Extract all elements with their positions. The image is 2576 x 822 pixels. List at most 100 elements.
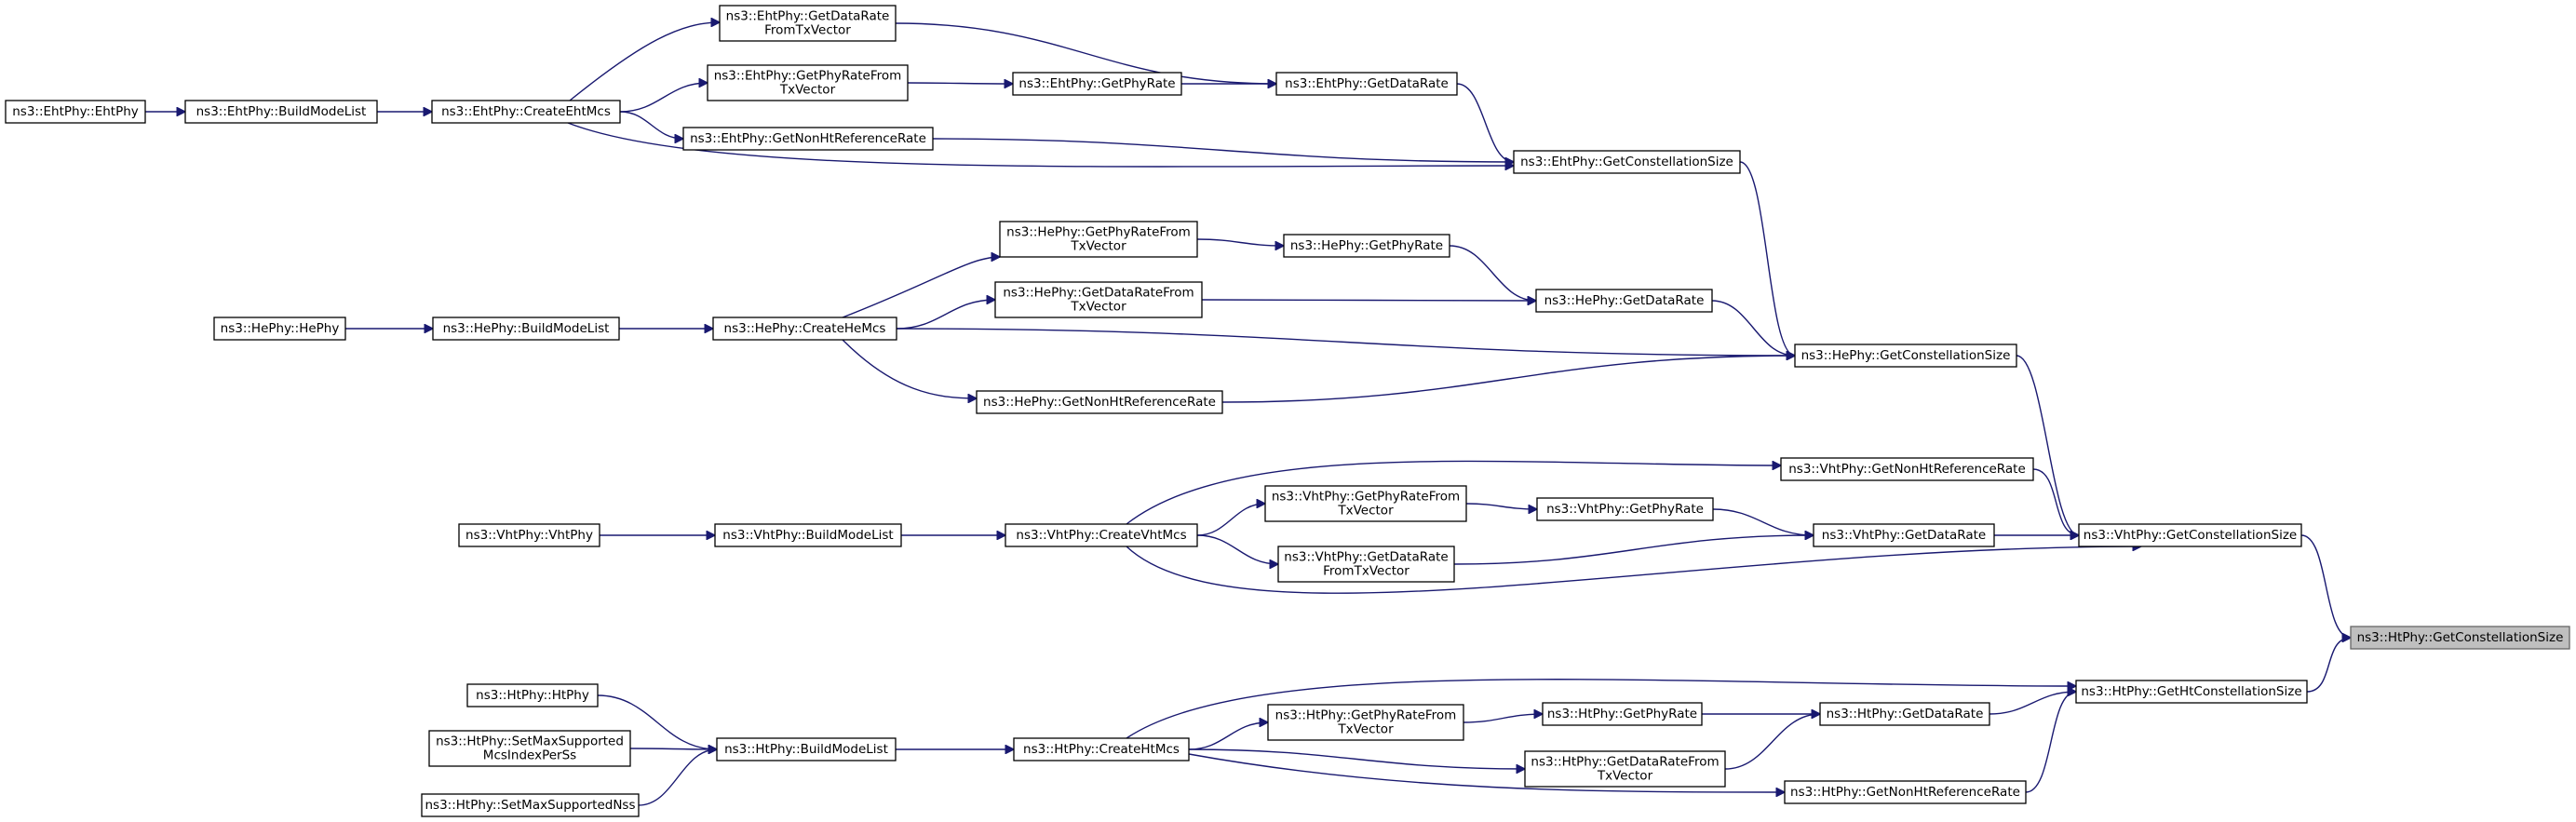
node-label: ns3::EhtPhy::GetDataRate (1285, 76, 1449, 91)
node-htphy-createhtmcs[interactable]: ns3::HtPhy::CreateHtMcs (1013, 737, 1190, 761)
edge-htphy-htphy-to-htphy-buildmodelist (597, 694, 717, 749)
node-box (1535, 289, 1713, 313)
node-box (2350, 626, 2570, 650)
node-label: TxVector (779, 83, 836, 98)
node-vhtphy-getphyrate[interactable]: ns3::VhtPhy::GetPhyRate (1536, 497, 1714, 521)
node-ehtphy-getphyrate[interactable]: ns3::EhtPhy::GetPhyRate (1012, 72, 1182, 96)
node-box (716, 737, 897, 761)
node-label: ns3::VhtPhy::GetConstellationSize (2084, 528, 2297, 543)
node-label: ns3::VhtPhy::GetDataRate (1284, 550, 1448, 565)
edge-hephy-getdataratefromtxvector-to-hephy-getdatarate (1201, 300, 1536, 301)
node-label: ns3::EhtPhy::BuildModeList (196, 104, 367, 119)
node-hephy-getphyrate[interactable]: ns3::HePhy::GetPhyRate (1283, 234, 1450, 258)
node-box (994, 281, 1203, 318)
node-hephy-buildmodelist[interactable]: ns3::HePhy::BuildModeList (432, 317, 620, 341)
node-label: ns3::HtPhy::GetDataRate (1827, 707, 1984, 721)
node-hephy-getnonhtreferencerate[interactable]: ns3::HePhy::GetNonHtReferenceRate (976, 390, 1223, 414)
node-hephy-createhemcs[interactable]: ns3::HePhy::CreateHeMcs (712, 317, 897, 341)
edge-ehtphy-getconstellationsize-to-hephy-getconstellationsize (1739, 161, 1795, 356)
node-label: ns3::VhtPhy::GetNonHtReferenceRate (1788, 462, 2026, 477)
node-ehtphy-ehtphy[interactable]: ns3::EhtPhy::EhtPhy (5, 100, 146, 124)
node-box (184, 100, 378, 124)
node-label: ns3::HtPhy::GetPhyRate (1547, 707, 1697, 721)
node-hephy-hephy[interactable]: ns3::HePhy::HePhy (213, 317, 346, 341)
edge-hephy-getphyratefromtxvector-to-hephy-getphyrate (1196, 238, 1284, 246)
node-label: ns3::EhtPhy::EhtPhy (12, 104, 139, 119)
node-label: ns3::HePhy::GetConstellationSize (1801, 348, 2011, 363)
node-label: ns3::VhtPhy::GetDataRate (1822, 528, 1986, 543)
node-htphy-htphy[interactable]: ns3::HtPhy::HtPhy (466, 683, 599, 707)
node-label: ns3::HePhy::GetDataRateFrom (1003, 286, 1194, 301)
node-box (707, 64, 909, 101)
node-label: ns3::HtPhy::GetConstellationSize (2357, 630, 2564, 645)
node-vhtphy-getdatarate[interactable]: ns3::VhtPhy::GetDataRate (1813, 523, 1995, 547)
node-hephy-getdatarate[interactable]: ns3::HePhy::GetDataRate (1535, 289, 1713, 313)
node-htphy-gethtconstellationsize[interactable]: ns3::HtPhy::GetHtConstellationSize (2075, 680, 2308, 704)
node-box (999, 221, 1198, 258)
node-label: ns3::EhtPhy::GetNonHtReferenceRate (690, 131, 926, 146)
node-label: ns3::HtPhy::SetMaxSupportedNss (425, 798, 635, 813)
node-label: TxVector (1337, 722, 1394, 737)
node-box (1267, 704, 1464, 741)
node-box (1013, 737, 1190, 761)
node-label: TxVector (1597, 769, 1653, 784)
edge-ehtphy-getphyratefromtxvector-to-ehtphy-getphyrate (907, 83, 1013, 84)
edge-ehtphy-createehtmcs-to-ehtphy-getnonhtreferencerate (619, 111, 683, 139)
edge-hephy-getphyrate-to-hephy-getdatarate (1449, 245, 1536, 301)
node-ehtphy-getconstellationsize[interactable]: ns3::EhtPhy::GetConstellationSize (1513, 150, 1741, 174)
node-box (1283, 234, 1450, 258)
nodes-layer: ns3::HtPhy::GetConstellationSize ns3::Vht… (5, 5, 2570, 817)
node-htphy-getnonhtreferencerate[interactable]: ns3::HtPhy::GetNonHtReferenceRate (1784, 780, 2027, 804)
node-label: ns3::HtPhy::GetPhyRateFrom (1275, 708, 1457, 723)
node-box (1005, 523, 1198, 547)
node-box (1275, 72, 1458, 96)
node-vhtphy-buildmodelist[interactable]: ns3::VhtPhy::BuildModeList (714, 523, 902, 547)
node-ehtphy-getnonhtreferencerate[interactable]: ns3::EhtPhy::GetNonHtReferenceRate (682, 127, 934, 151)
node-label: TxVector (1070, 300, 1126, 315)
edge-ehtphy-getnonhtreferencerate-to-ehtphy-getconstellationsize (932, 138, 1514, 162)
node-box (714, 523, 902, 547)
node-label: ns3::HtPhy::GetNonHtReferenceRate (1790, 785, 2020, 800)
node-label: ns3::EhtPhy::GetPhyRateFrom (714, 69, 902, 84)
edge-htphy-getnonhtreferencerate-to-htphy-gethtconstellationsize (2025, 692, 2076, 793)
node-label: ns3::VhtPhy::GetPhyRateFrom (1272, 490, 1460, 505)
node-label: ns3::HePhy::GetDataRate (1544, 293, 1705, 308)
node-ehtphy-getdatarate[interactable]: ns3::EhtPhy::GetDataRate (1275, 72, 1458, 96)
edge-ehtphy-createehtmcs-to-ehtphy-getconstellationsize (567, 122, 1514, 167)
node-htphy-getdatarate[interactable]: ns3::HtPhy::GetDataRate (1819, 702, 1990, 726)
node-label: ns3::VhtPhy::CreateVhtMcs (1016, 528, 1186, 543)
node-htphy-setmaxsupportednss[interactable]: ns3::HtPhy::SetMaxSupportedNss (421, 793, 640, 817)
node-box (1277, 546, 1455, 583)
node-label: ns3::HtPhy::GetDataRateFrom (1531, 755, 1719, 770)
edge-htphy-createhtmcs-to-htphy-getphyratefromtxvector (1188, 722, 1268, 750)
node-box (1513, 150, 1741, 174)
edge-hephy-createhemcs-to-hephy-getphyratefromtxvector (842, 257, 1000, 318)
node-htphy-buildmodelist[interactable]: ns3::HtPhy::BuildModeList (716, 737, 897, 761)
node-label: ns3::EhtPhy::GetPhyRate (1018, 76, 1175, 91)
edge-vhtphy-getconstellationsize-to-htphy-getconstellationsize (2300, 534, 2351, 638)
node-ehtphy-buildmodelist[interactable]: ns3::EhtPhy::BuildModeList (184, 100, 378, 124)
edge-vhtphy-createvhtmcs-to-vhtphy-getphyratefromtxvector (1196, 504, 1265, 536)
node-vhtphy-createvhtmcs[interactable]: ns3::VhtPhy::CreateVhtMcs (1005, 523, 1198, 547)
node-htphy-getconstellationsize[interactable]: ns3::HtPhy::GetConstellationSize (2350, 626, 2570, 650)
node-vhtphy-getconstellationsize[interactable]: ns3::VhtPhy::GetConstellationSize (2078, 523, 2302, 547)
node-hephy-getconstellationsize[interactable]: ns3::HePhy::GetConstellationSize (1794, 344, 2017, 368)
node-vhtphy-getnonhtreferencerate[interactable]: ns3::VhtPhy::GetNonHtReferenceRate (1780, 457, 2034, 481)
node-label: ns3::EhtPhy::CreateEhtMcs (441, 104, 611, 119)
node-label: ns3::HtPhy::GetHtConstellationSize (2081, 684, 2301, 699)
node-vhtphy-vhtphy[interactable]: ns3::VhtPhy::VhtPhy (458, 523, 600, 547)
node-box (712, 317, 897, 341)
node-ehtphy-createehtmcs[interactable]: ns3::EhtPhy::CreateEhtMcs (431, 100, 621, 124)
node-htphy-getphyrate[interactable]: ns3::HtPhy::GetPhyRate (1542, 702, 1703, 726)
edge-ehtphy-getdataratefromtxvector-to-ehtphy-getdatarate (895, 22, 1276, 84)
